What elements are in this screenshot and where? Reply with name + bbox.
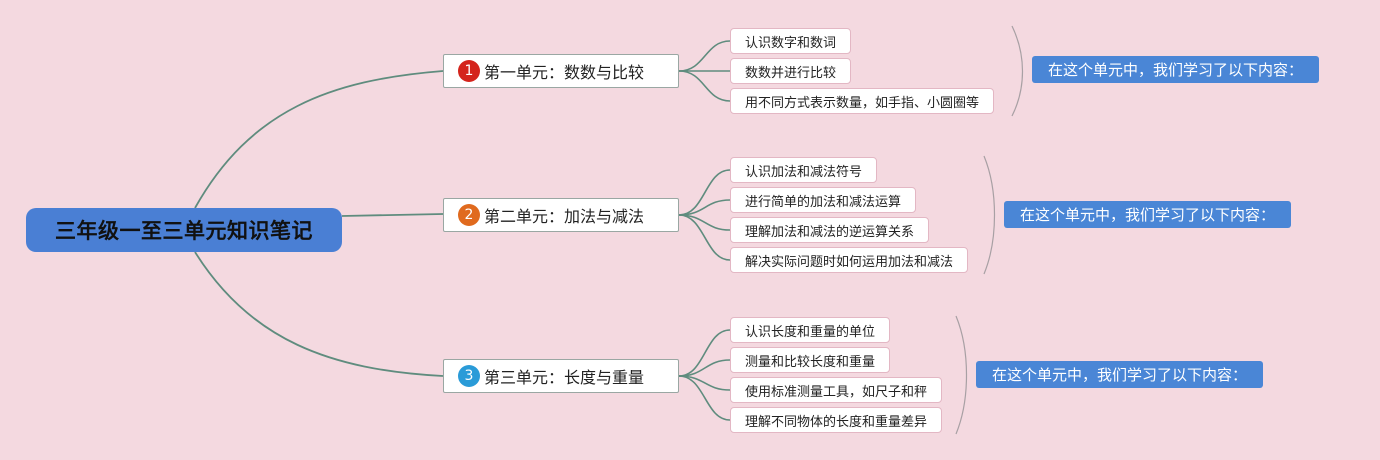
connector-unit2-leaf1 <box>678 169 731 216</box>
unit-2-summary[interactable]: 在这个单元中，我们学习了以下内容： <box>1004 201 1292 228</box>
unit-1-item-3[interactable]: 用不同方式表示数量，如手指、小圆圈等 <box>730 88 995 114</box>
leaf-connectors <box>678 40 731 421</box>
connector-root-unit2 <box>341 213 444 217</box>
unit-1-title: 第一单元：数数与比较 <box>484 63 645 82</box>
bracket-unit3 <box>955 315 968 435</box>
unit-2-item-3[interactable]: 理解加法和减法的逆运算关系 <box>730 217 930 243</box>
root-connectors <box>194 70 444 377</box>
connector-unit3-leaf1 <box>678 329 731 377</box>
unit-3-item-1[interactable]: 认识长度和重量的单位 <box>730 317 891 343</box>
connector-root-unit3 <box>194 251 444 377</box>
connector-unit1-leaf3 <box>678 70 731 102</box>
unit-3-item-2[interactable]: 测量和比较长度和重量 <box>730 347 891 373</box>
unit-1-topic[interactable]: 1 第一单元：数数与比较 <box>443 54 679 88</box>
number-badge-3: 3 <box>458 365 480 387</box>
unit-2-title: 第二单元：加法与减法 <box>484 207 645 226</box>
unit-3-topic[interactable]: 3 第三单元：长度与重量 <box>443 359 679 393</box>
unit-3-item-3[interactable]: 使用标准测量工具，如尺子和秤 <box>730 377 943 403</box>
connector-unit3-leaf4 <box>678 375 731 421</box>
unit-2-item-2[interactable]: 进行简单的加法和减法运算 <box>730 187 917 213</box>
unit-3-item-4[interactable]: 理解不同物体的长度和重量差异 <box>730 407 943 433</box>
bracket-unit1 <box>1011 25 1024 117</box>
unit-3-summary[interactable]: 在这个单元中，我们学习了以下内容： <box>976 361 1264 388</box>
unit-2-item-1[interactable]: 认识加法和减法符号 <box>730 157 878 183</box>
connector-unit1-leaf1 <box>678 40 731 72</box>
unit-1-summary[interactable]: 在这个单元中，我们学习了以下内容： <box>1032 56 1320 83</box>
root-topic[interactable]: 三年级一至三单元知识笔记 <box>26 208 342 252</box>
number-badge-1: 1 <box>458 60 480 82</box>
connector-unit2-leaf4 <box>678 214 731 261</box>
number-badge-2: 2 <box>458 204 480 226</box>
summary-brackets <box>955 25 1024 435</box>
unit-2-item-4[interactable]: 解决实际问题时如何运用加法和减法 <box>730 247 969 273</box>
connector-root-unit1 <box>194 70 444 209</box>
unit-1-item-2[interactable]: 数数并进行比较 <box>730 58 852 84</box>
unit-2-topic[interactable]: 2 第二单元：加法与减法 <box>443 198 679 232</box>
unit-3-title: 第三单元：长度与重量 <box>484 368 645 387</box>
bracket-unit2 <box>983 155 996 275</box>
unit-1-item-1[interactable]: 认识数字和数词 <box>730 28 852 54</box>
root-title: 三年级一至三单元知识笔记 <box>55 219 313 243</box>
